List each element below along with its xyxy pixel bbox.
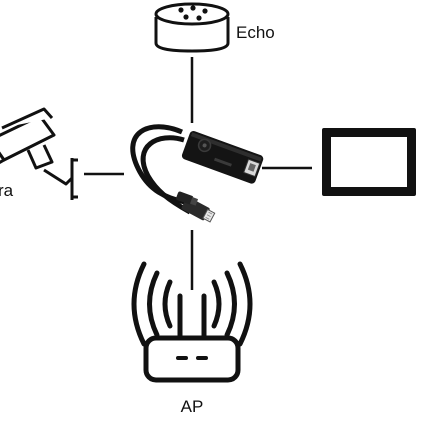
poe-splitter-icon [130, 124, 264, 223]
wifi-router-icon [131, 261, 253, 383]
echo-label: Echo [236, 23, 275, 42]
camera-label: ra [0, 181, 14, 200]
smart-speaker-icon [154, 2, 230, 53]
tablet-display-icon [322, 128, 416, 196]
ap-label: AP [181, 397, 204, 416]
connector-lines [84, 57, 312, 290]
security-camera-icon [0, 107, 78, 200]
